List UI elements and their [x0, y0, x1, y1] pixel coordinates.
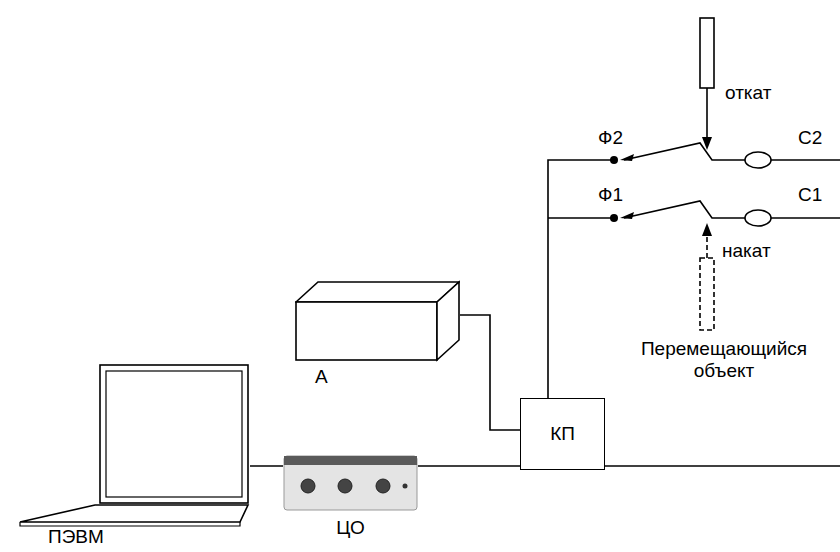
motion-label: откат — [725, 82, 771, 104]
signal-wire — [460, 315, 520, 430]
laptop-base-edge — [20, 522, 240, 526]
terminal-dot — [610, 156, 618, 164]
led — [403, 484, 408, 489]
signal-wire — [250, 465, 283, 467]
laptop-screen-inner — [106, 371, 242, 497]
contact-ring — [745, 152, 771, 168]
phase-label: Ф2 — [598, 127, 623, 149]
computer-node: ПЭВМ — [15, 360, 250, 550]
node-figure — [15, 360, 250, 550]
process-box: КП — [520, 398, 605, 470]
device-node: А — [295, 280, 460, 390]
box-front — [296, 302, 437, 360]
box-top — [296, 282, 459, 302]
node-label: ПЭВМ — [15, 526, 250, 548]
phase-wire — [771, 159, 840, 161]
contact-blade — [624, 143, 745, 160]
arrow-head — [702, 137, 712, 150]
oscilloscope-node: ЦО — [283, 455, 418, 545]
oscilloscope-strip — [284, 456, 417, 465]
contact-label: С1 — [798, 184, 822, 206]
node-label: А — [295, 366, 460, 388]
object-label: Перемещающийся объект — [612, 338, 836, 382]
terminal-dot — [610, 214, 618, 222]
phase-label: Ф1 — [598, 184, 623, 206]
laptop-screen — [100, 365, 248, 503]
contact-label: С2 — [798, 127, 822, 149]
motion-label: накат — [722, 240, 771, 262]
moving-rod — [700, 258, 714, 330]
knob — [376, 479, 390, 493]
arrow-head — [620, 154, 634, 161]
rod — [700, 18, 714, 88]
knob — [338, 479, 352, 493]
rod-arrow — [706, 88, 708, 140]
laptop-base — [20, 505, 248, 522]
contact-blade — [624, 201, 745, 218]
arrow-head — [620, 212, 634, 219]
contact-ring — [745, 210, 771, 226]
phase-wire — [771, 217, 840, 219]
output-wire — [605, 465, 840, 467]
signal-wire — [418, 465, 520, 467]
node-label: КП — [550, 423, 575, 445]
oscilloscope-case — [284, 456, 417, 510]
node-label: ЦО — [283, 517, 418, 539]
arrow-head — [702, 223, 712, 236]
knob — [301, 479, 315, 493]
box-side — [437, 282, 459, 360]
